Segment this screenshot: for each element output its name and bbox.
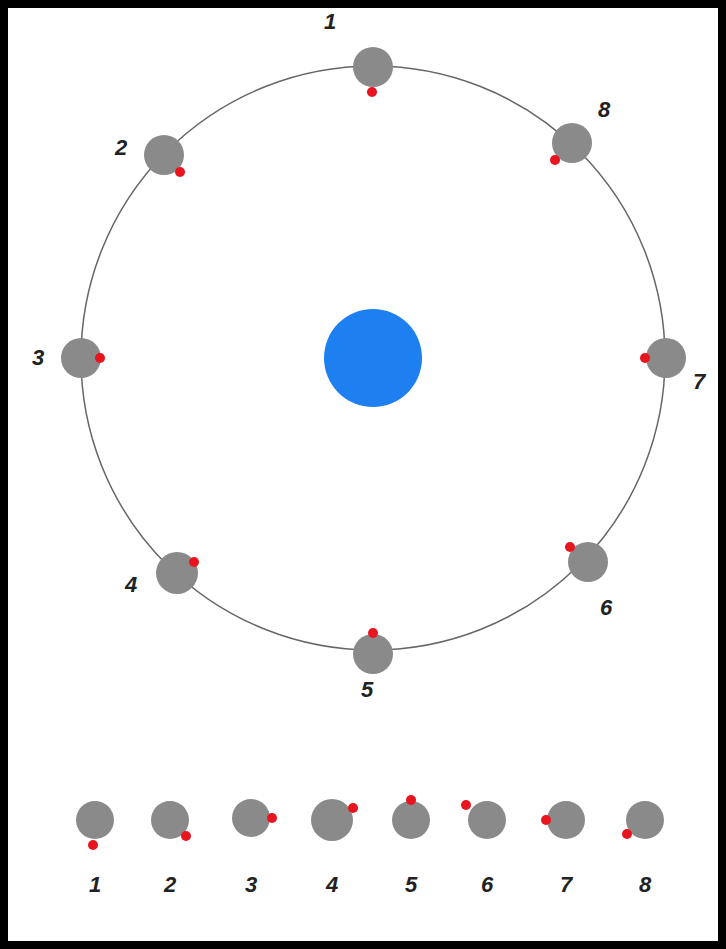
row-marker-dots [88,795,632,850]
phase-number: 1 [89,874,101,896]
row-moons [76,799,664,841]
orbit-position-number: 2 [115,137,127,159]
orbit-position-number: 4 [125,574,137,596]
phase-number: 6 [481,874,493,896]
orbit-path [81,66,665,650]
white-ground [8,8,718,941]
phase-number: 8 [639,874,651,896]
orbit-position-number: 6 [600,597,612,619]
phase-number: 5 [405,874,417,896]
orbit-position-number: 1 [324,11,336,33]
phase-number: 2 [164,874,176,896]
orbit-position-number: 8 [598,99,610,121]
earth-disc [324,309,422,407]
orbit-moons [61,47,686,674]
orbit-position-number: 5 [361,679,373,701]
orbit-position-number: 7 [693,371,705,393]
orbit-position-number: 3 [32,347,44,369]
phase-number: 7 [560,874,572,896]
orbit-marker-dots [95,87,650,638]
phase-number: 4 [326,874,338,896]
phase-number: 3 [245,874,257,896]
